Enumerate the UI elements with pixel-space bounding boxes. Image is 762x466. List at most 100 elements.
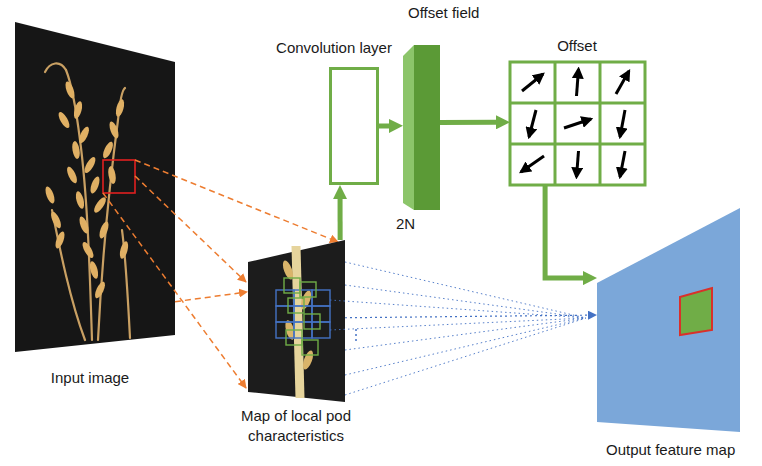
grid-cell: [312, 322, 330, 338]
output-map: [597, 208, 740, 432]
plant-stems: [45, 63, 130, 340]
flow-arrow: [545, 185, 583, 278]
ray: [345, 318, 586, 350]
output-cell: [680, 288, 712, 335]
pod: [107, 166, 117, 185]
offset-arrow: [564, 119, 591, 128]
output-feature-map: Output feature map: [597, 208, 740, 432]
feature-map: Map of local pod characteristics: [248, 240, 345, 402]
stem: [98, 88, 125, 340]
offset-grid: [510, 62, 645, 185]
offset-field: Offset field2N: [403, 45, 440, 210]
pod: [65, 165, 79, 184]
pod: [82, 155, 97, 174]
grid-line: [510, 143, 645, 146]
sampling-arrow: [345, 315, 588, 318]
pod: [44, 185, 57, 204]
pod: [80, 240, 95, 259]
projection-line: [103, 193, 246, 388]
flow-arrow: [338, 199, 343, 240]
pod: [88, 260, 99, 279]
projection-line: [135, 176, 246, 282]
region-marker: [103, 160, 135, 193]
grid-cell: [284, 278, 300, 293]
offset-grid: Offset: [510, 62, 645, 185]
grid-frame: [510, 62, 645, 185]
input-photo: [15, 22, 175, 352]
pod: [78, 215, 91, 234]
offset-arrow: [616, 71, 629, 94]
pod: [54, 230, 67, 249]
grid-cell: [304, 314, 320, 329]
pod: [64, 80, 77, 99]
offset-arrow: [521, 156, 544, 172]
node-label: 2N: [396, 214, 415, 234]
flow-arrow: [379, 123, 389, 128]
offset-field-slab: [403, 45, 440, 210]
grid-line: [510, 102, 645, 105]
offset-arrows: [521, 69, 629, 177]
offset-arrow: [577, 69, 579, 96]
pod: [108, 120, 121, 139]
pod: [49, 210, 63, 229]
dot: [355, 329, 357, 331]
dot: [355, 339, 357, 341]
pod: [93, 280, 107, 299]
pod: [118, 240, 129, 259]
slab-front: [414, 45, 440, 210]
pod: [71, 141, 81, 160]
stem: [52, 210, 85, 340]
flow-arrow: [440, 120, 496, 125]
grid-cell: [302, 340, 318, 355]
pod: [92, 196, 108, 215]
stem: [66, 70, 92, 340]
grid-cell: [300, 282, 316, 297]
pod: [114, 98, 125, 117]
projection-arrow: [175, 293, 239, 302]
sampling-rays: [330, 262, 586, 395]
slab-side: [403, 45, 414, 210]
ray: [330, 300, 586, 318]
node-label: Output feature map: [606, 440, 735, 460]
pod: [72, 100, 83, 119]
output-plane: [597, 208, 740, 432]
offset-arrow: [620, 151, 625, 177]
projection-line: [135, 160, 338, 242]
pod: [299, 289, 313, 311]
convolution-layer: Convolution layer: [329, 67, 379, 185]
pod: [101, 140, 115, 159]
pod: [301, 349, 315, 371]
stem: [45, 63, 66, 72]
offset-arrow: [522, 74, 543, 91]
grid-cell: [288, 298, 304, 313]
node-label: Convolution layer: [276, 38, 392, 58]
grid-cell: [276, 306, 294, 322]
pod: [89, 175, 102, 194]
node-label: Input image: [51, 368, 129, 388]
offset-arrow: [620, 110, 625, 137]
node-label: Offset: [557, 36, 597, 56]
ray: [345, 285, 586, 318]
deformed-grid: [284, 278, 320, 355]
offset-arrow: [529, 110, 536, 137]
pod: [77, 125, 91, 144]
grid-cell: [312, 290, 330, 306]
pod: [98, 220, 111, 239]
grid-line: [599, 62, 602, 185]
pods: [44, 80, 130, 299]
map-ground: [248, 240, 345, 402]
node-label: Map of local pod characteristics: [221, 406, 371, 445]
dot: [355, 334, 357, 336]
ray: [345, 318, 586, 375]
pod-map: [248, 240, 345, 402]
grid-lines: [510, 62, 645, 185]
grid-line: [554, 62, 557, 185]
ellipsis-dots: [355, 329, 357, 341]
grid-cell: [286, 330, 302, 345]
offset-arrow: [577, 151, 579, 177]
map-pods: [281, 259, 315, 371]
photo-ground: [15, 22, 175, 352]
ray: [330, 318, 586, 330]
